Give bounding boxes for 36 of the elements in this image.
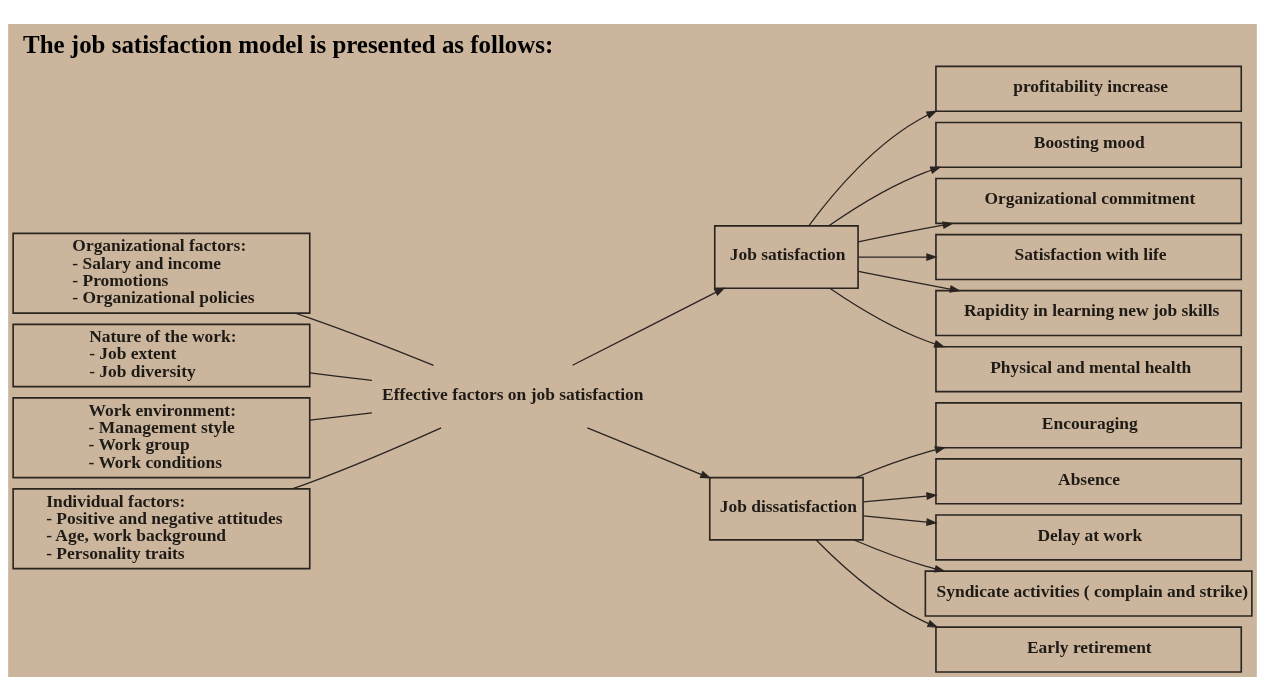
diagram-title: The job satisfaction model is presented as follows: — [23, 30, 554, 58]
node-box: Individual factors: - Positive and negative attitudes - Age, work background - Personality traits — [12, 487, 311, 569]
arrow — [815, 538, 939, 628]
arrow — [862, 514, 938, 526]
arrow — [808, 109, 938, 226]
connector — [309, 411, 373, 421]
node-box: Syndicate activities ( complain and strike) — [924, 569, 1253, 617]
node-box: Encouraging — [935, 401, 1243, 448]
arrow — [571, 286, 726, 366]
node-text: Effective factors on job satisfaction — [382, 383, 644, 404]
node-box: Absence — [935, 457, 1243, 505]
node-box: Organizational commitment — [935, 177, 1243, 224]
arrow — [862, 491, 938, 502]
arrow — [586, 426, 712, 479]
node-box: Organizational factors: - Salary and income - Promotions - Organizational policies — [12, 232, 311, 314]
node-box: Nature of the work: - Job extent - Job diversity — [12, 323, 311, 387]
arrow — [855, 445, 947, 478]
arrow — [857, 270, 961, 293]
arrow — [829, 287, 946, 348]
arrow — [828, 166, 942, 226]
node-box: Early retirement — [935, 625, 1243, 673]
node-box: Work environment: - Management style - Work group - Work conditions — [12, 396, 311, 478]
node-box: Physical and mental health — [935, 345, 1243, 392]
node-box: Job dissatisfaction — [708, 476, 864, 541]
arrow — [857, 252, 938, 261]
connector — [292, 426, 442, 489]
node-box: Rapidity in learning new job skills — [935, 289, 1243, 336]
node-box: Job satisfaction — [713, 224, 859, 289]
connector — [294, 312, 435, 366]
connector — [309, 371, 373, 381]
arrow — [857, 220, 954, 242]
node-box: profitability increase — [935, 65, 1243, 112]
arrow — [853, 538, 946, 572]
node-box: Delay at work — [935, 513, 1243, 561]
node-box: Satisfaction with life — [935, 233, 1243, 280]
node-box: Boosting mood — [935, 121, 1243, 168]
